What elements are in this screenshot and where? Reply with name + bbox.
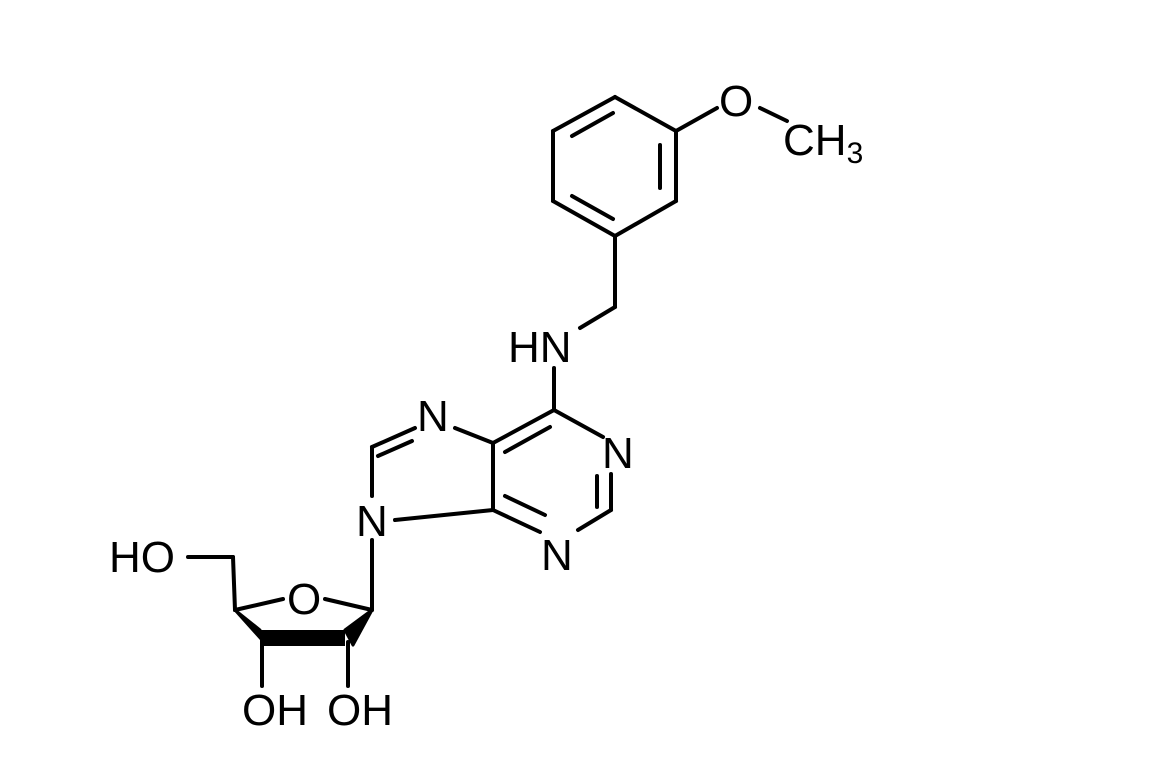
bond-ch2-nh — [578, 305, 617, 330]
atom-amine: HN — [508, 323, 572, 372]
atom-methoxy-o: O — [719, 77, 753, 126]
benzene-ring — [551, 95, 678, 238]
bond-c4-c5 — [231, 555, 237, 612]
bond-o-ch3 — [758, 106, 789, 123]
atom-n3: N — [541, 531, 573, 580]
atom-oh-c3: OH — [242, 686, 308, 735]
atom-oh-c2: OH — [327, 686, 393, 735]
wedge-c4-c3 — [233, 608, 264, 642]
atom-n7: N — [417, 392, 449, 441]
wedge-c3-c2 — [260, 630, 345, 646]
wedge-c2-c1 — [343, 608, 374, 647]
atom-n1: N — [602, 429, 634, 478]
atom-n9: N — [356, 497, 388, 546]
atom-ho: HO — [109, 533, 175, 582]
pyrimidine-ring — [491, 408, 613, 534]
atom-methyl: CH3 — [783, 116, 863, 170]
bond-ring-o — [674, 106, 719, 133]
ribose-ring — [233, 597, 374, 647]
imidazole-ring — [370, 426, 495, 522]
atom-ring-o: O — [287, 575, 321, 624]
